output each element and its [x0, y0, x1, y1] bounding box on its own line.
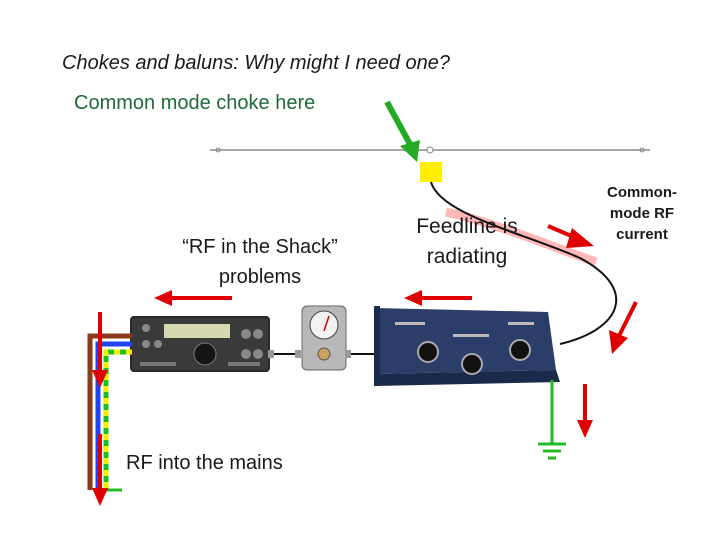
choke-location-arrow	[384, 100, 420, 162]
rf-into-mains-label: RF into the mains	[126, 452, 283, 474]
dipole-antenna	[210, 146, 650, 154]
rf-in-shack-arrow	[154, 290, 232, 306]
rf-tuner-arrow	[404, 290, 472, 306]
antenna-tuner-icon	[374, 306, 560, 386]
ground-symbol-icon	[538, 380, 566, 460]
feedline-line1: Feedline is	[416, 215, 518, 238]
common-mode-arrow	[547, 224, 594, 248]
swr-meter-icon	[301, 305, 347, 371]
common-mode-rf-label: Common- mode RF current	[592, 182, 692, 245]
mains-rf-arrow-upper	[92, 312, 108, 388]
transceiver-icon	[130, 316, 270, 372]
rf-in-shack-label: “RF in the Shack” problems	[150, 232, 370, 292]
balun-block	[420, 162, 442, 182]
rf-in-shack-line1: “RF in the Shack”	[182, 236, 338, 258]
rf-in-shack-line2: problems	[218, 266, 302, 288]
ground-rf-arrow	[577, 384, 593, 438]
common-mode-line2: mode RF	[609, 205, 675, 222]
common-mode-line3: current	[616, 226, 668, 243]
mains-rf-arrow-lower	[92, 434, 108, 506]
coax-feedline	[430, 181, 618, 345]
common-mode-down-arrow	[609, 301, 638, 354]
common-mode-line1: Common-	[607, 184, 677, 201]
feedline-line2: radiating	[426, 245, 508, 268]
choke-location-label: Common mode choke here	[74, 92, 316, 114]
slide-title: Chokes and baluns: Why might I need one?	[62, 52, 451, 74]
feedline-radiating-label: Feedline is radiating	[392, 212, 542, 272]
